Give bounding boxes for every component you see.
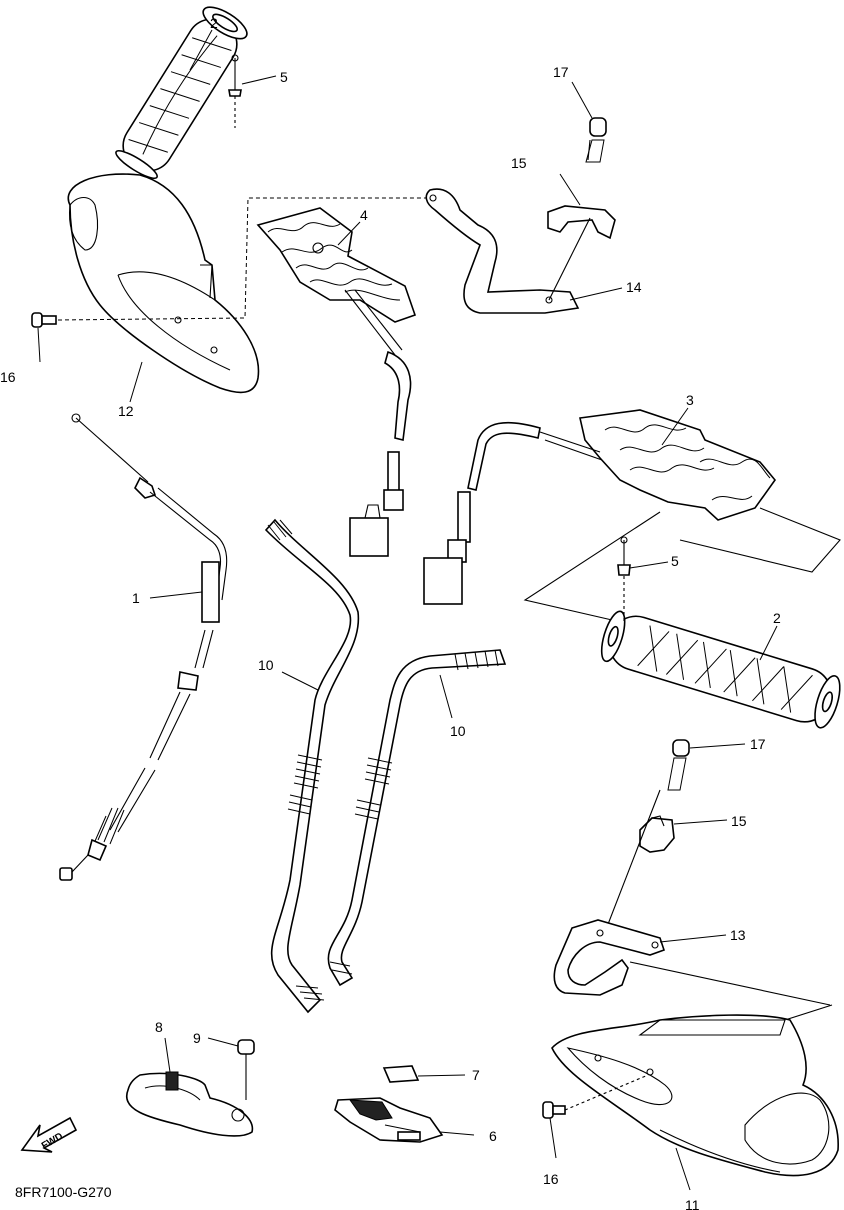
callout-6: 6	[489, 1128, 497, 1144]
callout-5a: 5	[280, 69, 288, 85]
heater-element-left	[256, 207, 417, 557]
heater-element-right	[423, 409, 841, 605]
callout-16a: 16	[0, 369, 16, 385]
callout-3: 3	[686, 392, 694, 408]
pin-top	[228, 54, 242, 128]
callout-7: 7	[472, 1067, 480, 1083]
pad-7	[382, 1065, 420, 1083]
clamp-right	[604, 789, 675, 933]
screw-9	[237, 1039, 255, 1100]
bolt-16-right	[542, 1074, 649, 1119]
handlebar-right	[327, 649, 507, 987]
bolt-17-right	[667, 739, 690, 791]
callout-4: 4	[360, 207, 368, 223]
switch-bracket	[334, 1097, 444, 1143]
callout-14: 14	[626, 279, 642, 295]
diagram-code: 8FR7100-G270	[15, 1184, 112, 1200]
callout-17a: 17	[553, 64, 569, 80]
callout-15a: 15	[511, 155, 527, 171]
pin-right	[617, 536, 631, 622]
hand-guard-right	[551, 1004, 839, 1177]
hand-guard-left	[67, 173, 260, 394]
callout-12: 12	[118, 403, 134, 419]
fwd-arrow-icon: FWD	[20, 1116, 78, 1153]
bracket-left	[425, 188, 580, 314]
leader-lines	[37, 29, 778, 1191]
handlebar-left	[264, 518, 360, 1014]
callout-16b: 16	[543, 1171, 559, 1187]
callout-1: 1	[132, 590, 140, 606]
bracket-right	[553, 919, 831, 1006]
clamp-top	[547, 205, 616, 301]
grip-left	[115, 6, 248, 180]
throttle-cable	[59, 413, 228, 881]
bolt-17-top	[585, 117, 607, 163]
bolt-16-left	[31, 312, 57, 328]
callout-10a: 10	[258, 657, 274, 673]
callout-2b: 2	[773, 610, 781, 626]
throttle-lever-housing	[125, 1071, 254, 1137]
callout-15b: 15	[731, 813, 747, 829]
callout-5b: 5	[671, 553, 679, 569]
callout-2a: 2	[210, 15, 218, 31]
grip-right	[523, 511, 841, 729]
callout-11: 11	[685, 1197, 700, 1210]
callout-10b: 10	[450, 723, 466, 739]
callout-13: 13	[730, 927, 746, 943]
callout-17b: 17	[750, 736, 766, 752]
callout-9: 9	[193, 1030, 201, 1046]
callout-numbers: 1 2 2 3 4 5 5 6 7 8 9 10 10 11 12 13 14 …	[0, 15, 781, 1210]
callout-8: 8	[155, 1019, 163, 1035]
